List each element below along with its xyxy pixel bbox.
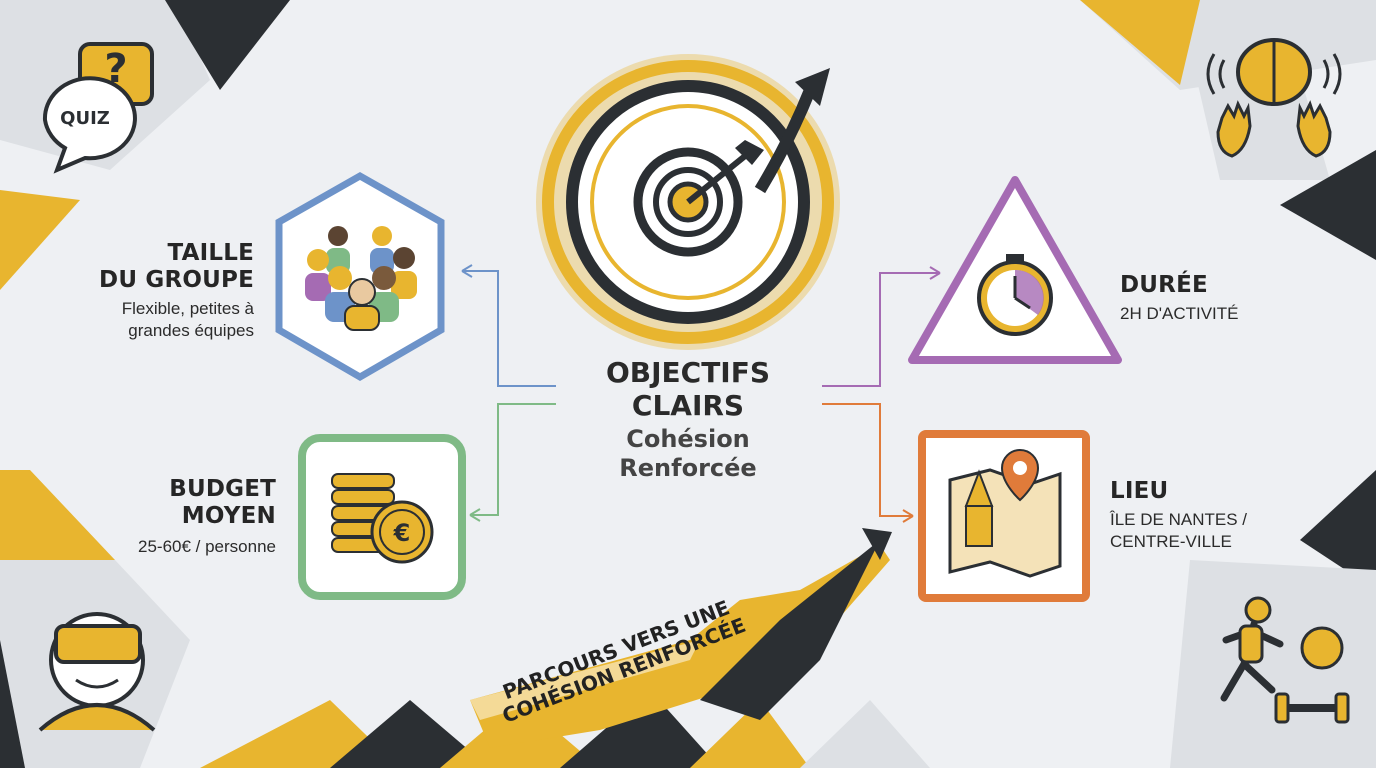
duration-title: DURÉE [1120, 272, 1208, 298]
budget-label: BUDGET MOYEN 25-60€ / personne [40, 476, 276, 558]
center-title-line2: CLAIRS [631, 389, 745, 422]
connector-lines [461, 264, 941, 523]
target-icon [536, 54, 840, 350]
center-sub-line1: Cohésion [626, 425, 750, 453]
vr-headset-icon [38, 612, 156, 732]
budget-title-line2: MOYEN [181, 503, 276, 529]
quiz-mark: ? [104, 46, 128, 92]
group-title-line1: TAILLE [167, 240, 254, 266]
location-desc-line2: CENTRE-VILLE [1110, 532, 1232, 551]
group-people-icon [275, 171, 445, 382]
athlete-icon [1220, 596, 1350, 724]
stopwatch-icon [908, 176, 1122, 364]
center-sub-line2: Renforcée [619, 454, 757, 482]
duration-desc: 2H D'ACTIVITÉ [1120, 304, 1239, 323]
budget-title-line1: BUDGET [169, 476, 276, 502]
quiz-bubble-icon [42, 42, 154, 174]
location-desc-line1: ÎLE DE NANTES / [1110, 510, 1247, 529]
map-pin-icon [918, 430, 1090, 602]
center-title-line1: OBJECTIFS [605, 356, 771, 389]
center-subtitle: Cohésion Renforcée [560, 425, 816, 483]
budget-desc: 25-60€ / personne [138, 537, 276, 556]
group-desc-line2: grandes équipes [128, 321, 254, 340]
group-title-line2: DU GROUPE [99, 267, 254, 293]
brain-hands-icon [1206, 38, 1342, 158]
group-desc-line1: Flexible, petites à [121, 299, 254, 318]
location-title: LIEU [1110, 478, 1169, 504]
coins-euro-icon: € [298, 434, 466, 600]
center-title: OBJECTIFS CLAIRS [560, 356, 816, 422]
location-label: LIEU ÎLE DE NANTES / CENTRE-VILLE [1110, 478, 1340, 553]
quiz-label: QUIZ [60, 108, 110, 129]
duration-label: DURÉE 2H D'ACTIVITÉ [1120, 272, 1340, 325]
group-label: TAILLE DU GROUPE Flexible, petites à gra… [40, 240, 254, 342]
svg-text:€: € [393, 519, 411, 547]
